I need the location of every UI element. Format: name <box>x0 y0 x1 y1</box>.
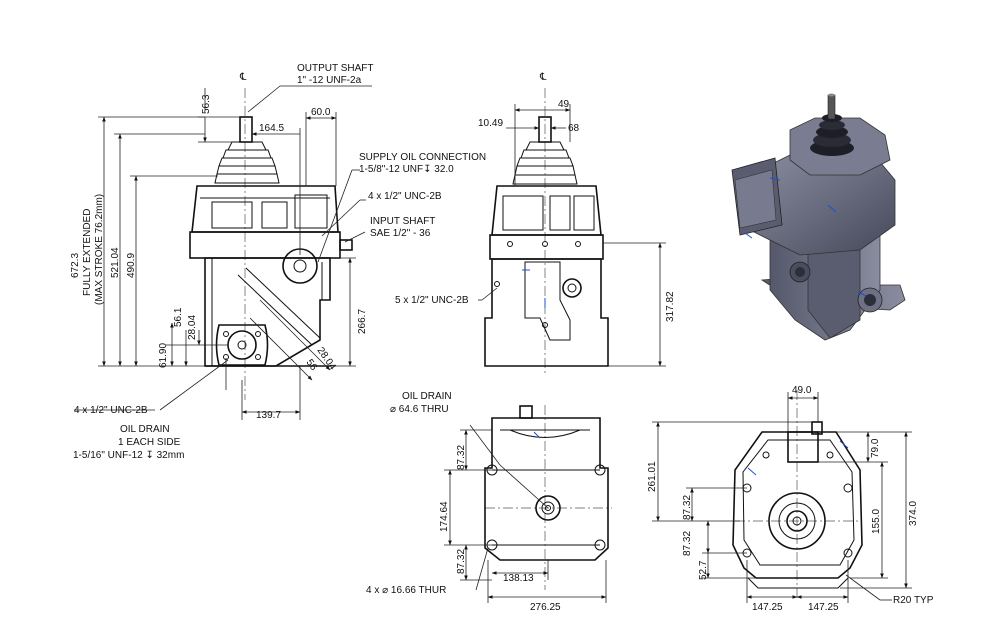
output-shaft <box>239 116 253 143</box>
dim-174-64: 174.64 <box>439 501 450 532</box>
dim-56-1: 56.1 <box>173 307 184 327</box>
dim-49: 49 <box>558 99 570 110</box>
dim-261-01: 261.01 <box>647 461 658 492</box>
dim-672-3: 672.3 <box>70 253 81 278</box>
upper-housing <box>191 185 339 233</box>
front-lower-housing <box>484 258 609 367</box>
front-rib <box>524 261 571 341</box>
supply-oil-spec: 1-5/8"-12 UNF↧ 32.0 <box>359 164 454 175</box>
bottom-drain-outer <box>535 495 561 521</box>
left-centerline-symbol: ℄ <box>239 72 247 83</box>
dim-56-diagonal: 56 <box>304 357 320 373</box>
oil-drain-title: OIL DRAIN <box>120 424 170 435</box>
left-bolt-note: 4 x 1/2" UNC-2B <box>368 191 442 202</box>
bellows <box>214 141 280 184</box>
bottom-shaft-stub <box>519 405 533 419</box>
rear-housing <box>732 431 863 579</box>
left-side-view <box>189 88 353 400</box>
dim-147-25-right: 147.25 <box>808 602 839 613</box>
dim-266-7: 266.7 <box>357 309 368 334</box>
dim-672-stroke: (MAX STROKE 76.2mm) <box>94 194 105 305</box>
front-upper-housing <box>491 185 602 236</box>
oil-drain-spec: 1-5/16" UNF-12 ↧ 32mm <box>73 450 184 461</box>
supply-oil-title: SUPPLY OIL CONNECTION <box>359 152 486 163</box>
dim-61-90: 61.90 <box>158 343 169 368</box>
bottom-oil-drain-title: OIL DRAIN <box>402 391 452 402</box>
output-shaft-title: OUTPUT SHAFT <box>297 63 373 74</box>
dim-68: 68 <box>568 123 580 134</box>
rear-top-block <box>787 431 819 463</box>
rear-view <box>732 390 863 600</box>
dim-28-04-diagonal: 28.04 <box>315 345 339 372</box>
bottom-flange <box>215 324 269 366</box>
output-shaft-spec: 1" -12 UNF-2a <box>297 75 362 86</box>
dim-10-49: 10.49 <box>478 118 503 129</box>
bottom-dimensions <box>444 424 607 603</box>
rear-dimensions <box>652 392 912 603</box>
dim-87-32-top: 87.32 <box>456 445 467 470</box>
front-dimensions <box>478 104 666 367</box>
front-bolt-note: 5 x 1/2" UNC-2B <box>395 295 469 306</box>
dim-490-9: 490.9 <box>126 253 137 278</box>
front-bellows <box>512 141 578 185</box>
dim-52-7: 52.7 <box>698 560 709 580</box>
input-shaft <box>339 239 353 251</box>
rear-dim-49-0: 49.0 <box>792 385 812 396</box>
dim-521-04: 521.04 <box>110 247 121 278</box>
dim-139-7: 139.7 <box>256 410 281 421</box>
dim-164-5: 164.5 <box>259 123 284 134</box>
isometric-render <box>731 93 906 341</box>
dim-79-0: 79.0 <box>870 438 881 458</box>
oil-drain-each: 1 EACH SIDE <box>118 437 181 448</box>
dim-276-25: 276.25 <box>530 602 561 613</box>
dim-672-note: FULLY EXTENDED <box>82 209 93 296</box>
dim-87-32-bottom: 87.32 <box>456 549 467 574</box>
bottom-bolt-note: 4 x 1/2" UNC-2B <box>74 405 148 416</box>
rear-flange <box>768 492 826 550</box>
dim-147-25-left: 147.25 <box>752 602 783 613</box>
front-centerline-symbol: ℄ <box>539 72 547 83</box>
front-view <box>484 88 609 375</box>
dim-374-0: 374.0 <box>908 501 919 526</box>
mid-housing <box>189 231 341 259</box>
oil-drain-boss <box>227 330 257 360</box>
rear-dim-87-32-a: 87.32 <box>682 495 693 520</box>
input-shaft-title: INPUT SHAFT <box>370 216 435 227</box>
bottom-housing <box>484 417 609 561</box>
dim-60-0: 60.0 <box>311 107 331 118</box>
dim-56-3: 56.3 <box>201 94 212 114</box>
dim-28-04-vertical: 28.04 <box>187 315 198 340</box>
bottom-oil-drain-spec: ⌀ 64.6 THRU <box>390 404 449 415</box>
bottom-view <box>484 405 612 590</box>
radius-note: R20 TYP <box>893 595 934 606</box>
front-mid-housing <box>489 234 604 260</box>
dim-155-0: 155.0 <box>871 509 882 534</box>
left-dimensions <box>74 85 372 420</box>
hole-note: 4 x ⌀ 16.66 THUR <box>366 585 446 596</box>
dim-138-13: 138.13 <box>503 573 534 584</box>
render-bellows <box>810 114 854 156</box>
input-shaft-spec: SAE 1/2" - 36 <box>370 228 431 239</box>
dim-317-82: 317.82 <box>665 291 676 322</box>
rear-dim-87-32-b: 87.32 <box>682 531 693 556</box>
